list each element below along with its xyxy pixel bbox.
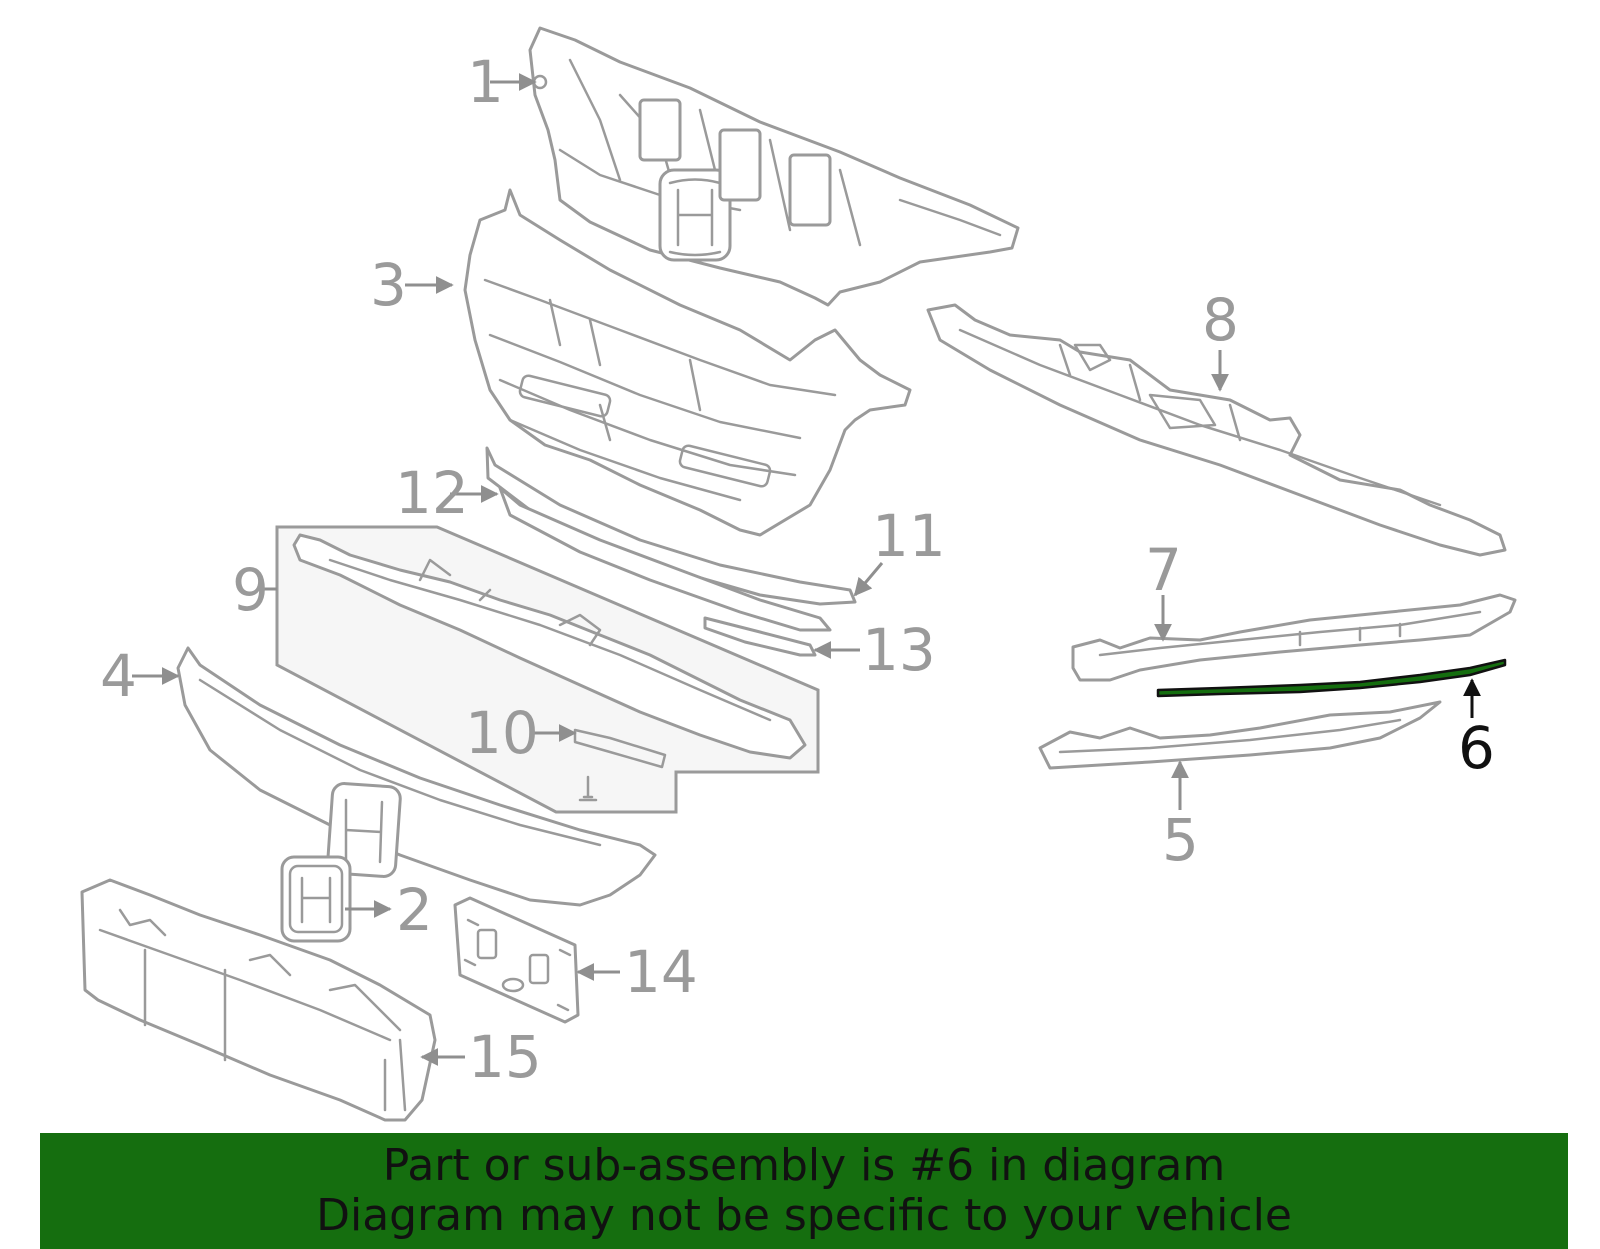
part-9-assembly-panel: [275, 525, 820, 814]
part-11-molding: [498, 486, 832, 632]
part-3-grille-frame: [463, 188, 912, 537]
callout-2: 2: [396, 876, 433, 944]
info-banner: Part or sub-assembly is #6 in diagram Di…: [40, 1133, 1568, 1249]
part-2-emblem: [280, 855, 352, 943]
part-8-absorber-upper: [926, 303, 1507, 557]
callout-14: 14: [624, 938, 698, 1006]
banner-line-part-number: Part or sub-assembly is #6 in diagram: [382, 1140, 1226, 1191]
part-5-lower-trim: [1038, 700, 1442, 770]
callout-7: 7: [1145, 536, 1182, 604]
banner-line-disclaimer: Diagram may not be specific to your vehi…: [316, 1190, 1292, 1241]
callout-12: 12: [395, 459, 469, 527]
callout-4: 4: [100, 642, 137, 710]
callout-13: 13: [862, 616, 936, 684]
part-13-strip: [703, 616, 817, 657]
callout-10: 10: [465, 699, 539, 767]
part-6-highlighted-strip: [1156, 658, 1507, 698]
leader-lines: [132, 73, 1481, 1066]
part-1-upper-grille: [528, 26, 1020, 307]
callout-15: 15: [468, 1023, 542, 1091]
callout-3: 3: [370, 251, 407, 319]
callout-labels: 1 2 3 4 5 6 7 8 9 10 11 12 13 14 15: [100, 48, 1495, 1091]
callout-8: 8: [1202, 286, 1239, 354]
callout-5: 5: [1162, 806, 1199, 874]
part-7-absorber-lower: [1071, 593, 1517, 682]
callout-11: 11: [872, 502, 946, 570]
callout-1: 1: [467, 48, 504, 116]
callout-9: 9: [232, 556, 269, 624]
part-15-bracket: [80, 878, 437, 1122]
part-14-license-bracket: [453, 896, 580, 1024]
callout-6: 6: [1458, 714, 1495, 782]
part-4-lower-grille: [176, 646, 657, 907]
